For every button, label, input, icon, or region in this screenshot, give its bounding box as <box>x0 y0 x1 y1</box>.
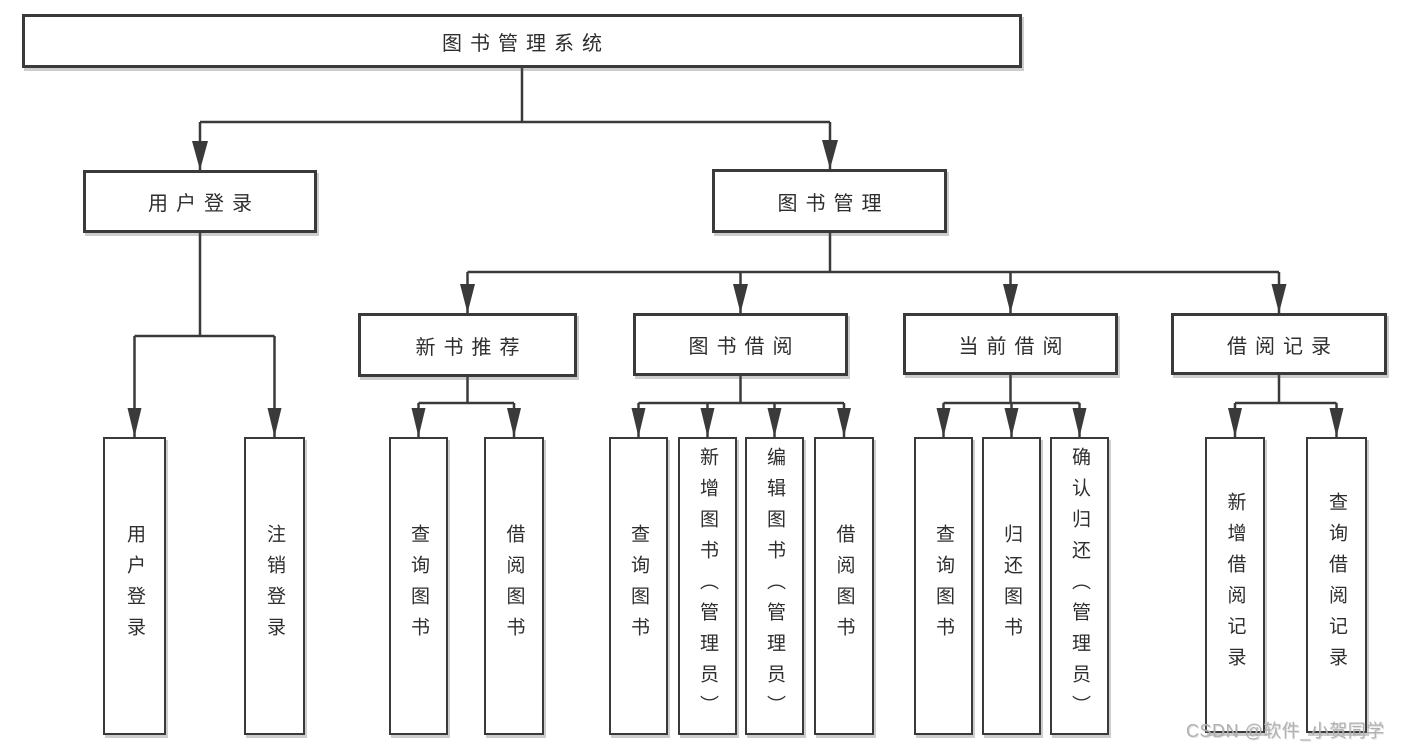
leaf-query-books-borrow: 查询图书 <box>609 437 668 735</box>
node-current-borrow-label: 当前借阅 <box>958 335 1071 358</box>
watermark: CSDN @软件_小贺同学 <box>1186 721 1385 741</box>
leaf-query-borrow-record: 查询借阅记录 <box>1306 437 1367 733</box>
leaf-borrow-books: 借阅图书 <box>814 437 874 735</box>
node-borrow-records: 借阅记录 <box>1171 313 1387 375</box>
node-user-login: 用户登录 <box>83 170 317 233</box>
node-book-borrow: 图书借阅 <box>633 313 848 376</box>
leaf-logout: 注销登录 <box>244 437 305 735</box>
leaf-add-books-admin: 新增图书（管理员） <box>678 437 737 735</box>
leaf-borrow-books-recommend: 借阅图书 <box>484 437 544 735</box>
node-root: 图书管理系统 <box>22 14 1022 68</box>
node-current-borrow: 当前借阅 <box>903 313 1118 375</box>
leaf-borrow-books-label: 借阅图书 <box>833 524 855 648</box>
node-borrow-records-label: 借阅记录 <box>1227 335 1339 358</box>
leaf-return-books-label: 归还图书 <box>1001 524 1022 648</box>
leaf-logout-label: 注销登录 <box>264 524 285 648</box>
leaf-borrow-books-recommend-label: 借阅图书 <box>503 524 525 648</box>
leaf-query-books-borrow-label: 查询图书 <box>628 524 649 648</box>
leaf-return-books: 归还图书 <box>982 437 1041 735</box>
leaf-add-books-admin-label: 新增图书（管理员） <box>697 446 718 726</box>
leaf-edit-books-admin: 编辑图书（管理员） <box>745 437 804 735</box>
leaf-query-books-current-label: 查询图书 <box>933 524 954 648</box>
leaf-user-login: 用户登录 <box>103 437 166 735</box>
leaf-add-borrow-record-label: 新增借阅记录 <box>1224 492 1246 678</box>
leaf-add-borrow-record: 新增借阅记录 <box>1205 437 1265 733</box>
node-book-management-label: 图书管理 <box>777 192 890 215</box>
leaf-confirm-return-admin-label: 确认归还（管理员） <box>1069 446 1090 726</box>
leaf-query-books-recommend-label: 查询图书 <box>408 524 429 648</box>
leaf-edit-books-admin-label: 编辑图书（管理员） <box>764 446 785 726</box>
leaf-user-login-label: 用户登录 <box>124 524 145 648</box>
node-new-book-recommend: 新书推荐 <box>358 313 577 377</box>
node-book-management: 图书管理 <box>712 169 947 233</box>
node-user-login-label: 用户登录 <box>148 193 260 215</box>
leaf-query-books-recommend: 查询图书 <box>389 437 448 735</box>
node-new-book-recommend-label: 新书推荐 <box>415 336 528 359</box>
node-book-borrow-label: 图书借阅 <box>688 336 801 358</box>
leaf-query-borrow-record-label: 查询借阅记录 <box>1326 492 1347 678</box>
node-root-label: 图书管理系统 <box>442 32 610 55</box>
leaf-query-books-current: 查询图书 <box>914 437 973 735</box>
leaf-confirm-return-admin: 确认归还（管理员） <box>1050 437 1109 735</box>
